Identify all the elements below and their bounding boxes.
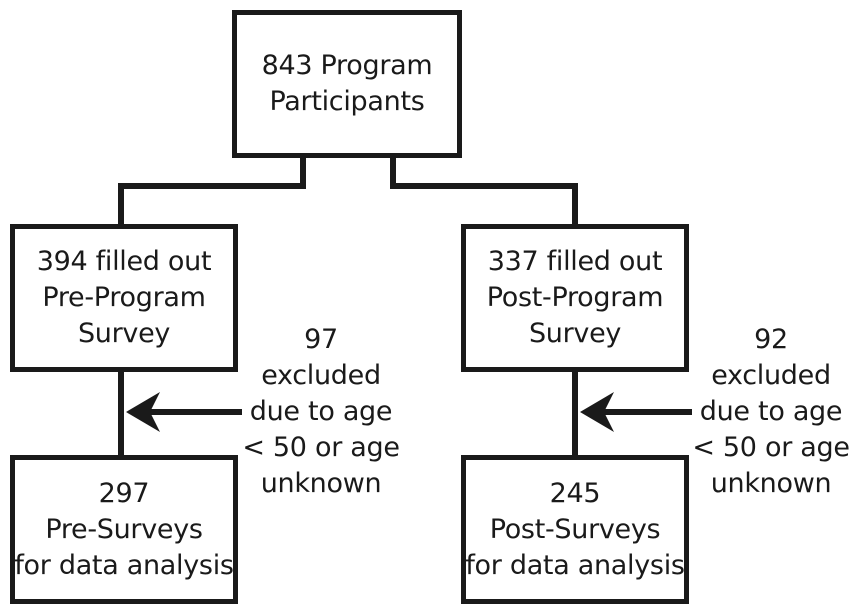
- post-exclusion-line4: < 50 or age: [692, 432, 850, 463]
- pre-exclusion-line2: excluded: [261, 360, 381, 391]
- box-post-program-survey-line2: Post-Program: [486, 282, 664, 313]
- box-pre-program-survey-line3: Survey: [77, 318, 171, 349]
- box-post-surveys-analysis: 245 Post-Surveys for data analysis: [461, 455, 689, 604]
- box-post-surveys-analysis-line3: for data analysis: [465, 549, 685, 581]
- pre-exclusion-line5: unknown: [260, 468, 382, 499]
- box-post-program-survey: 337 filled out Post-Program Survey: [461, 224, 689, 372]
- box-post-surveys-analysis-line2: Post-Surveys: [489, 513, 661, 545]
- box-program-participants-line1: 843 Program: [261, 50, 433, 81]
- box-program-participants-line2: Participants: [269, 86, 425, 117]
- arrow-left-head-icon: [126, 392, 160, 432]
- box-pre-surveys-analysis-line3: for data analysis: [14, 549, 234, 581]
- post-exclusion-line3: due to age: [699, 396, 843, 427]
- box-pre-program-survey: 394 filled out Pre-Program Survey: [10, 224, 238, 372]
- post-exclusion-line5: unknown: [710, 468, 832, 499]
- arrow-right-head-icon: [580, 392, 614, 432]
- box-program-participants: 843 Program Participants: [232, 10, 462, 158]
- connector-top-to-pre: [118, 158, 306, 224]
- box-pre-surveys-analysis: 297 Pre-Surveys for data analysis: [10, 455, 238, 604]
- box-post-surveys-analysis-line1: 245: [549, 477, 601, 509]
- box-pre-program-survey-line2: Pre-Program: [42, 282, 206, 313]
- post-exclusion-line1: 92: [754, 324, 788, 355]
- post-exclusion-line2: excluded: [711, 360, 831, 391]
- pre-exclusion-note: 97 excluded due to age < 50 or age unkno…: [240, 322, 402, 502]
- box-post-program-survey-line1: 337 filled out: [487, 246, 663, 277]
- post-exclusion-note: 92 excluded due to age < 50 or age unkno…: [690, 322, 851, 502]
- pre-exclusion-line1: 97: [304, 324, 338, 355]
- box-post-program-survey-line3: Survey: [528, 318, 622, 349]
- box-pre-program-survey-line1: 394 filled out: [36, 246, 212, 277]
- box-pre-surveys-analysis-line2: Pre-Surveys: [45, 513, 203, 545]
- pre-exclusion-line3: due to age: [249, 396, 393, 427]
- pre-exclusion-line4: < 50 or age: [242, 432, 400, 463]
- box-pre-surveys-analysis-line1: 297: [98, 477, 150, 509]
- connector-top-to-post: [390, 158, 578, 224]
